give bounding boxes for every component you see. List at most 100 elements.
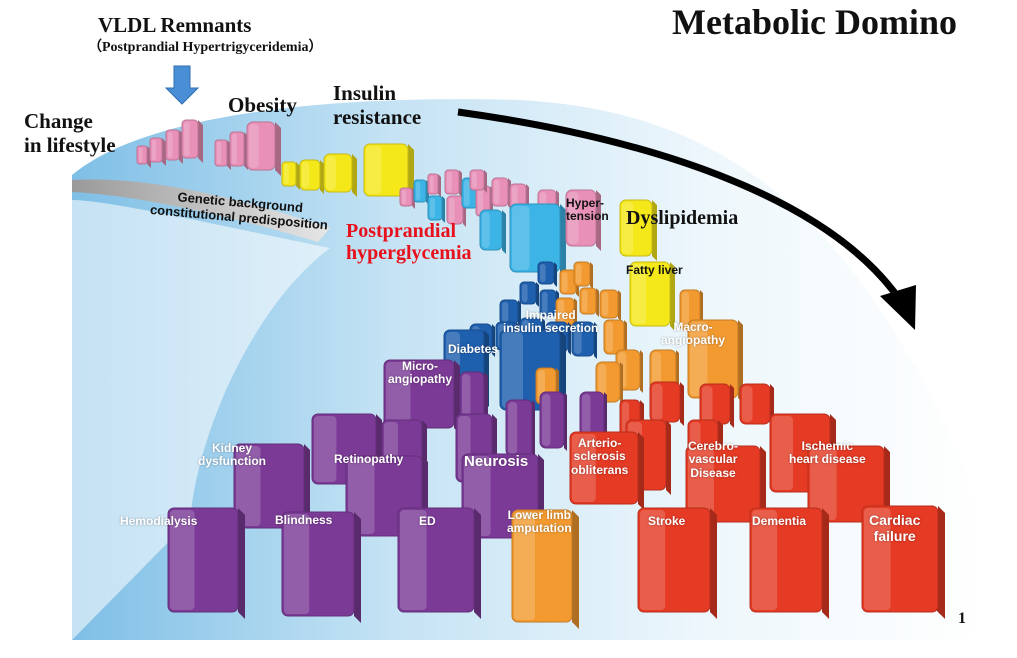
domino-block	[427, 195, 443, 221]
domino-block	[861, 505, 939, 613]
page-number: 1	[958, 610, 966, 627]
domino-highlight	[478, 188, 483, 214]
microangiopathy-label: Micro- angiopathy	[388, 359, 453, 387]
domino-block	[479, 209, 503, 251]
domino-block	[565, 189, 597, 247]
domino-block	[281, 161, 297, 187]
domino-highlight	[386, 362, 411, 426]
impaired-insulin-secretion-label: Impaired insulin secretion	[503, 308, 599, 336]
domino-side	[162, 138, 166, 166]
domino-highlight	[652, 384, 663, 420]
domino-side	[442, 196, 445, 223]
domino-block	[229, 131, 245, 167]
macroangiopathy-label: Macro- angiopathy	[661, 320, 726, 348]
domino-highlight	[582, 290, 588, 312]
ischemic-heart-disease-label: Ischemic heart disease	[789, 439, 866, 467]
domino-highlight	[640, 510, 666, 610]
domino-highlight	[572, 434, 596, 502]
domino-highlight	[508, 402, 518, 454]
cardiac-failure-label: Cardiac failure	[869, 512, 921, 544]
domino-side	[680, 382, 684, 426]
domino-side	[518, 300, 521, 327]
domino-side	[320, 160, 324, 194]
neurosis-label: Neurosis	[464, 453, 529, 470]
domino-highlight	[139, 148, 143, 162]
domino-block	[571, 321, 595, 357]
cerebrovascular-disease-label: Cerebro- vascular Disease	[688, 439, 739, 480]
domino-highlight	[314, 416, 337, 482]
domino-block	[603, 319, 625, 355]
domino-block	[573, 261, 591, 287]
domino-block	[181, 119, 199, 159]
domino-highlight	[742, 386, 753, 422]
road-swoosh	[72, 179, 330, 242]
domino-side	[354, 512, 361, 623]
domino-highlight	[558, 300, 565, 324]
domino-highlight	[576, 264, 582, 284]
domino-block	[511, 509, 573, 623]
domino-block	[444, 169, 460, 195]
domino-highlight	[772, 416, 793, 490]
domino-highlight	[184, 122, 190, 156]
domino-side	[474, 508, 481, 619]
domino-highlight	[464, 180, 470, 206]
domino-block	[427, 173, 439, 195]
domino-block	[413, 179, 427, 203]
domino-side	[536, 282, 539, 307]
domino-highlight	[472, 172, 477, 188]
domino-highlight	[562, 272, 568, 292]
domino-highlight	[284, 514, 310, 614]
domino-side	[238, 508, 245, 619]
domino-side	[666, 420, 671, 495]
domino-block	[397, 507, 475, 613]
change-in-lifestyle-label: Change in lifestyle	[24, 109, 116, 157]
domino-block	[629, 261, 671, 327]
domino-side	[710, 508, 717, 619]
domino-side	[532, 400, 535, 459]
domino-block	[807, 445, 885, 523]
domino-block	[749, 507, 823, 613]
domino-highlight	[430, 176, 434, 192]
domino-group	[136, 119, 945, 629]
domino-block	[246, 121, 276, 171]
domino-highlight	[366, 146, 382, 194]
domino-highlight	[502, 332, 523, 408]
domino-block	[136, 145, 148, 165]
domino-side	[568, 322, 571, 355]
blindness-label: Blindness	[275, 513, 333, 527]
vldl-subtitle: （Postprandial Hypertrigyceridemia）	[88, 40, 323, 55]
domino-highlight	[514, 512, 535, 620]
domino-highlight	[810, 448, 837, 520]
domino-side	[596, 288, 599, 317]
domino-side	[618, 290, 621, 321]
hemodialysis-label: Hemodialysis	[120, 514, 198, 528]
domino-block	[491, 177, 509, 207]
domino-highlight	[168, 132, 173, 158]
domino-highlight	[512, 206, 530, 270]
domino-highlight	[568, 192, 579, 244]
white-curve	[72, 200, 330, 640]
domino-highlight	[236, 446, 261, 526]
domino-highlight	[449, 198, 455, 222]
domino-side	[554, 262, 557, 287]
domino-block	[539, 391, 565, 449]
domino-highlight	[284, 164, 289, 184]
dyslipidemia-label: Dyslipidemia	[626, 207, 739, 229]
insulin-resistance-label: Insulin resistance	[333, 81, 422, 129]
domino-highlight	[430, 198, 435, 218]
domino-block	[281, 511, 355, 617]
domino-highlight	[752, 510, 778, 610]
domino-block	[233, 443, 305, 529]
domino-highlight	[522, 284, 528, 302]
domino-block	[165, 129, 180, 161]
domino-highlight	[602, 292, 609, 316]
domino-block	[569, 431, 639, 505]
domino-side	[652, 200, 657, 261]
domino-side	[502, 210, 506, 254]
domino-highlight	[416, 182, 421, 200]
domino-side	[572, 510, 579, 629]
domino-block	[363, 143, 409, 197]
page-title: Metabolic Domino	[672, 2, 957, 42]
domino-highlight	[652, 352, 662, 388]
